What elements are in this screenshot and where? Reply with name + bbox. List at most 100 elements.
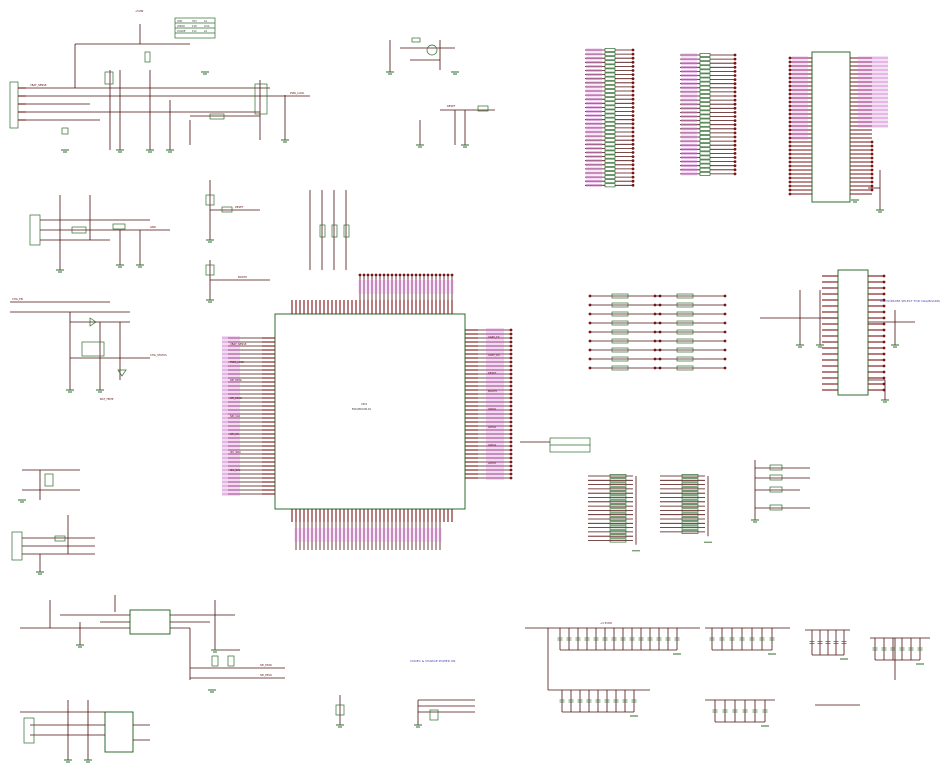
connector-pin	[604, 52, 616, 57]
net-highlight	[370, 280, 374, 294]
pin-terminal	[788, 192, 792, 196]
pin-terminal	[788, 120, 792, 124]
connector-pin	[609, 504, 627, 509]
pin-terminal	[509, 420, 513, 424]
pin-terminal	[442, 273, 446, 277]
pin-terminal	[882, 346, 886, 350]
net-highlight	[858, 124, 888, 128]
net-highlight	[858, 64, 888, 68]
lower-connector-banks	[588, 474, 712, 552]
pin-terminal	[788, 132, 792, 136]
pin-terminal	[509, 376, 513, 380]
connector-pin	[609, 521, 627, 526]
net-highlight	[681, 53, 697, 57]
net-highlight	[486, 376, 504, 380]
pin-terminal	[631, 106, 635, 109]
pin-terminal	[509, 356, 513, 360]
pin-terminal	[733, 119, 737, 122]
pin-terminal	[788, 140, 792, 144]
pin-terminal	[870, 148, 874, 152]
pin-terminal	[870, 188, 874, 192]
net-highlight	[418, 528, 422, 542]
net-highlight	[222, 356, 240, 360]
net-highlight	[406, 280, 410, 294]
pin-terminal	[882, 370, 886, 374]
net-highlight	[310, 528, 314, 542]
pin-terminal	[733, 127, 737, 131]
connector-pin	[604, 48, 616, 52]
net-highlight	[298, 528, 302, 542]
filter-element	[676, 293, 694, 299]
net-highlight	[222, 360, 240, 364]
pin-terminal	[406, 273, 410, 277]
pin-terminal	[733, 131, 737, 135]
net-highlight	[681, 123, 697, 127]
pin-terminal	[588, 294, 592, 298]
pin-terminal	[509, 404, 513, 408]
filter-element	[611, 302, 629, 308]
net-highlight	[681, 102, 697, 106]
pin-terminal	[509, 332, 513, 336]
net-highlight	[681, 106, 697, 110]
net-highlight	[222, 476, 240, 480]
net-label: SPI_MOSI	[260, 663, 272, 667]
pin-terminal	[631, 183, 635, 187]
filter-element	[676, 338, 694, 344]
pin-terminal	[394, 273, 398, 277]
net-highlight	[442, 280, 446, 294]
net-highlight	[390, 528, 394, 542]
net-highlight	[414, 528, 418, 542]
connector-pin	[604, 64, 616, 69]
pin-terminal	[723, 321, 727, 325]
connector-pin	[609, 499, 627, 504]
net-highlight	[486, 472, 504, 476]
table-cell: 1A	[204, 20, 208, 23]
pin-terminal	[733, 90, 737, 94]
net-label: CHG_STATUS	[150, 353, 167, 357]
pin-terminal	[631, 85, 635, 89]
pin-terminal	[870, 168, 874, 172]
pin-terminal	[631, 89, 635, 93]
connector-pin	[681, 525, 699, 530]
net-highlight	[486, 356, 504, 360]
net-highlight	[681, 160, 697, 163]
net-highlight	[394, 280, 398, 294]
pin-terminal	[418, 273, 422, 277]
pin-terminal	[788, 108, 792, 112]
pin-terminal	[733, 86, 737, 90]
pin-terminal	[882, 376, 886, 380]
net-highlight	[858, 72, 888, 76]
connector-pin	[699, 77, 711, 82]
pin-terminal	[509, 424, 513, 428]
net-highlight	[586, 130, 602, 134]
left-lower-blocks: SPI_MOSI SPI_MISO	[11, 469, 285, 763]
ic-part: ESP-WROOM-02	[352, 408, 371, 411]
pin-terminal	[414, 273, 418, 277]
pin-terminal	[509, 472, 513, 476]
right-ic-pins-right	[868, 274, 886, 392]
connector-pin	[609, 517, 627, 521]
connector-pin	[681, 499, 699, 504]
net-highlight	[486, 432, 504, 436]
connector-pin	[699, 163, 711, 168]
net-highlight	[586, 142, 602, 146]
net-highlight	[486, 348, 504, 352]
net-highlight	[486, 404, 504, 408]
pin-terminal	[870, 172, 874, 176]
connector-pin	[699, 61, 711, 66]
net-highlight	[858, 96, 888, 100]
connector-pin	[609, 478, 627, 483]
net-highlight	[222, 444, 240, 448]
net-highlight	[858, 112, 888, 116]
net-highlight	[222, 336, 240, 340]
pin-terminal	[733, 102, 737, 106]
net-highlight	[486, 368, 504, 372]
net-highlight	[586, 134, 602, 138]
pin-terminal	[386, 273, 390, 277]
pin-terminal	[509, 408, 513, 412]
connector-pin	[681, 491, 699, 496]
net-highlight	[486, 468, 504, 472]
connector-pin	[699, 57, 711, 62]
connector-pin	[604, 183, 616, 188]
net-highlight	[586, 89, 602, 93]
